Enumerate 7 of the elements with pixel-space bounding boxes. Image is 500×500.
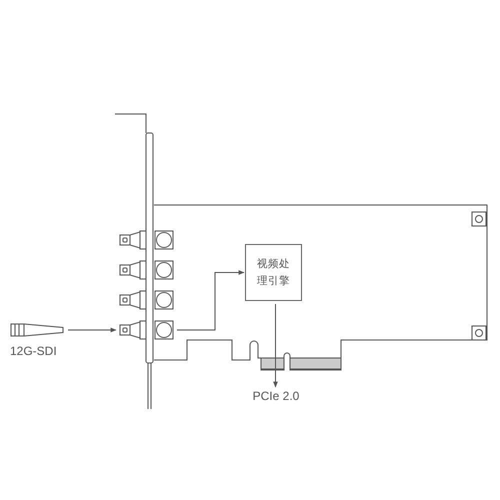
bnc-port-drawing — [118, 318, 175, 342]
connector-label: 12G-SDI — [10, 344, 57, 358]
interface-label: PCIe 2.0 — [246, 388, 306, 405]
chip-box: 视频处理引擎 — [245, 244, 302, 301]
arrow — [68, 328, 117, 332]
arrow — [176, 270, 245, 330]
arrow — [273, 304, 278, 388]
